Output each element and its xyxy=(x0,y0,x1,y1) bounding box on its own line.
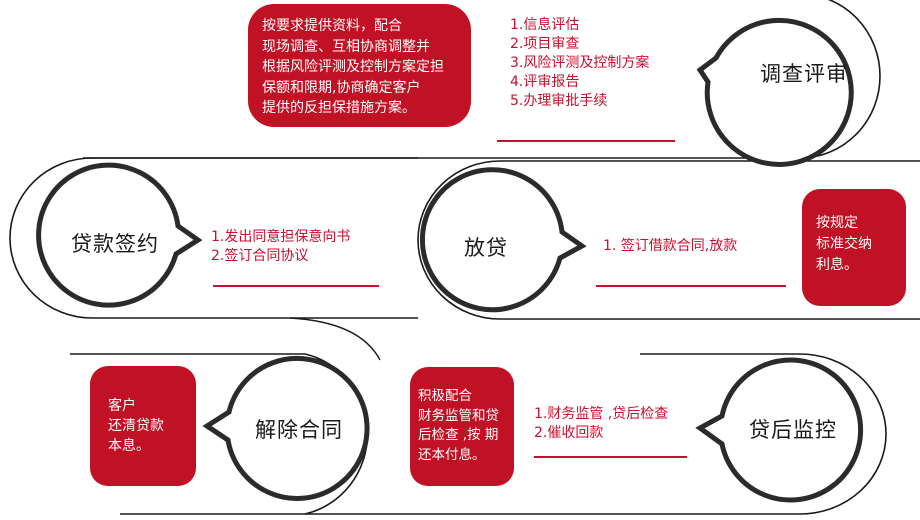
bubble-termination xyxy=(202,355,370,501)
steps-underline-investigation xyxy=(497,140,675,142)
row2-right-track xyxy=(417,160,920,320)
bubble-disbursement xyxy=(419,167,587,313)
bubble-investigation xyxy=(696,17,854,167)
steps-underline-monitoring xyxy=(534,456,687,458)
note-text: 按要求提供资料，配合 现场调查、互相协商调整并 根据风险评测及控制方案定担 保额… xyxy=(262,18,444,116)
step-item: 1.财务监管 ,贷后检查 xyxy=(534,406,669,422)
step-item: 4.评审报告 xyxy=(510,74,580,90)
node-label-investigation: 调查评审 xyxy=(760,62,848,86)
node-label-signing: 贷款签约 xyxy=(71,232,159,256)
note-monitoring: 积极配合 财务监管和贷 后检查 ,按 期 还本付息。 xyxy=(410,367,514,486)
step-item: 1. 签订借款合同,放款 xyxy=(603,238,738,254)
row3-right-track xyxy=(305,353,887,515)
step-item: 1.信息评估 xyxy=(510,17,580,33)
step-item: 2.签订合同协议 xyxy=(211,248,309,264)
note-investigation: 按要求提供资料，配合 现场调查、互相协商调整并 根据风险评测及控制方案定担 保额… xyxy=(248,4,471,127)
note-text: 按规定 标准交纳 利息。 xyxy=(816,215,872,273)
note-disbursement: 按规定 标准交纳 利息。 xyxy=(802,189,906,306)
node-label-termination: 解除合同 xyxy=(255,418,343,442)
node-label-disbursement: 放贷 xyxy=(464,236,508,260)
row1-track xyxy=(83,0,881,159)
bubble-monitoring xyxy=(695,357,864,503)
note-text: 客户 还清贷款 本息。 xyxy=(108,398,164,454)
node-label-monitoring: 贷后监控 xyxy=(749,418,837,442)
row2-row3-connector xyxy=(289,317,381,361)
steps-investigation: 1.信息评估 2.项目审查 3.风险评测及控制方案 4.评审报告 5.办理审批手… xyxy=(510,16,649,111)
step-item: 2.催收回款 xyxy=(534,425,604,441)
steps-underline-disbursement xyxy=(596,285,786,287)
note-text: 积极配合 财务监管和贷 后检查 ,按 期 还本付息。 xyxy=(418,388,499,463)
step-item: 1.发出同意担保意向书 xyxy=(211,229,351,245)
step-item: 2.项目审查 xyxy=(510,36,580,52)
steps-disbursement: 1. 签订借款合同,放款 xyxy=(603,237,737,256)
bubble-signing xyxy=(36,162,203,308)
note-termination: 客户 还清贷款 本息。 xyxy=(90,366,196,486)
steps-signing: 1.发出同意担保意向书 2.签订合同协议 xyxy=(211,228,350,266)
steps-monitoring: 1.财务监管 ,贷后检查 2.催收回款 xyxy=(534,405,668,443)
steps-underline-signing xyxy=(213,285,379,287)
row2-left-track xyxy=(9,157,418,319)
step-item: 5.办理审批手续 xyxy=(510,93,608,109)
step-item: 3.风险评测及控制方案 xyxy=(510,55,650,71)
